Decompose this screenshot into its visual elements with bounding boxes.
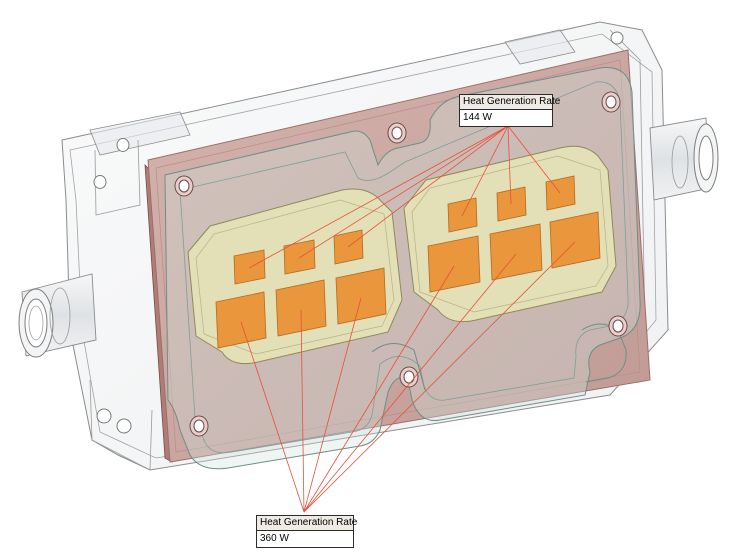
- leader-lines-360w: [240, 241, 576, 513]
- callout-label: Heat Generation Rate: [257, 516, 357, 531]
- inlet-pipe: [18, 273, 97, 358]
- outlet-pipe: [649, 117, 719, 201]
- housing-mount-hole: [96, 408, 112, 424]
- callout-value: 144 W: [463, 112, 492, 123]
- bolt-hole: [399, 366, 419, 388]
- leader-lines-144w: [248, 125, 561, 269]
- chip-large: [335, 267, 387, 325]
- chip-large: [275, 279, 327, 337]
- chip-large: [215, 291, 267, 349]
- housing-mount-hole: [116, 138, 130, 152]
- bolt-hole: [601, 91, 621, 113]
- chip-small: [496, 186, 527, 222]
- housing-mount-hole: [610, 31, 624, 45]
- housing-mount-hole: [93, 175, 107, 189]
- chip-small: [283, 239, 316, 275]
- bolt-hole: [174, 175, 194, 197]
- chip-large: [427, 235, 481, 293]
- chip-small: [233, 249, 266, 285]
- heat-generation-callout-360w: Heat Generation Rate 360 W: [256, 515, 357, 548]
- plate-face: [147, 49, 651, 463]
- housing-mount-hole: [116, 418, 132, 434]
- bolt-hole: [608, 315, 628, 337]
- bolt-hole: [387, 122, 407, 144]
- callout-label: Heat Generation Rate: [460, 95, 560, 110]
- chip-large: [489, 223, 543, 281]
- heat-generation-callout-144w: Heat Generation Rate 144 W: [459, 94, 560, 127]
- bolt-hole: [189, 415, 209, 437]
- callout-value: 360 W: [260, 533, 289, 544]
